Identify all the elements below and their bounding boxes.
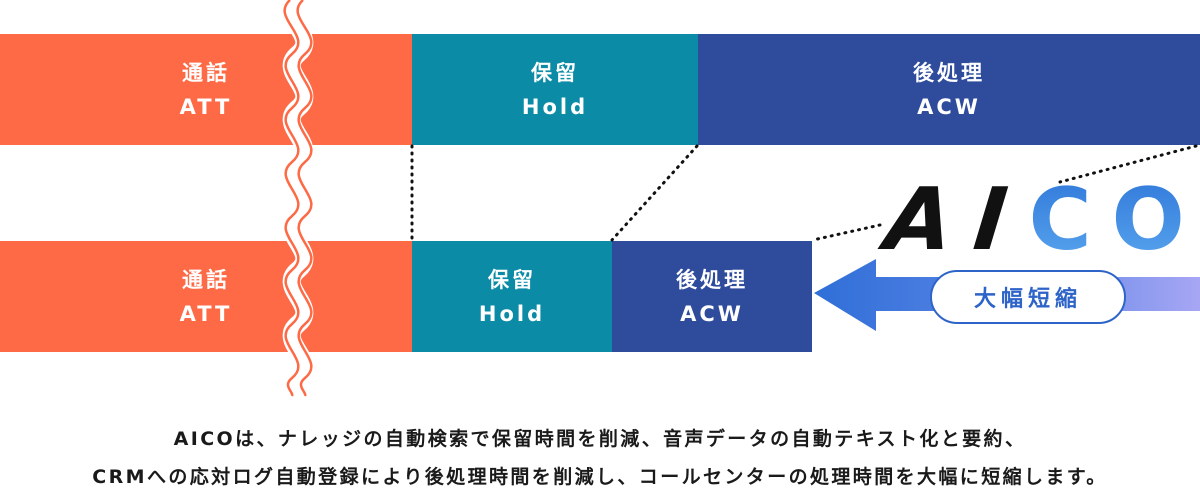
- wave-line-left: [283, 0, 300, 397]
- hold-label-ja: 保留: [531, 60, 579, 85]
- aico-logo: AI CO: [881, 170, 1185, 270]
- connector-hold-end: [610, 144, 699, 242]
- wave-line-right: [296, 0, 313, 397]
- att-label-en: ATT: [179, 94, 233, 119]
- wave-white-band: [281, 0, 314, 401]
- caption-line-1: AICOは、ナレッジの自動検索で保留時間を削減、音声データの自動テキスト化と要約…: [173, 428, 1027, 450]
- connector-acw-end-bottom: [811, 223, 882, 242]
- hold-label-en: Hold: [478, 301, 546, 326]
- reduction-badge: 大幅短縮: [930, 270, 1126, 324]
- acw-label-ja: 後処理: [913, 60, 985, 85]
- acw-bar-before: 後処理 ACW: [698, 34, 1200, 145]
- hold-bar-before: 保留 Hold: [412, 34, 698, 145]
- connector-acw-end-top: [1058, 144, 1198, 184]
- hold-label-en: Hold: [521, 94, 589, 119]
- acw-label-en: ACW: [917, 94, 981, 119]
- acw-label-en: ACW: [680, 301, 744, 326]
- att-bar-after: 通話 ATT: [0, 241, 412, 352]
- hold-bar-after: 保留 Hold: [412, 241, 612, 352]
- caption-line-2: CRMへの応対ログ自動登録により後処理時間を削減し、コールセンターの処理時間を大…: [92, 466, 1108, 488]
- acw-label-ja: 後処理: [676, 267, 748, 292]
- att-label-en: ATT: [179, 301, 233, 326]
- att-bar-before: 通話 ATT: [0, 34, 412, 145]
- att-label-ja: 通話: [182, 267, 230, 292]
- acw-bar-after: 後処理 ACW: [612, 241, 812, 352]
- hold-label-ja: 保留: [488, 267, 536, 292]
- caption: AICOは、ナレッジの自動検索で保留時間を削減、音声データの自動テキスト化と要約…: [0, 420, 1200, 496]
- logo-co-text: CO: [1029, 170, 1200, 270]
- att-label-ja: 通話: [182, 60, 230, 85]
